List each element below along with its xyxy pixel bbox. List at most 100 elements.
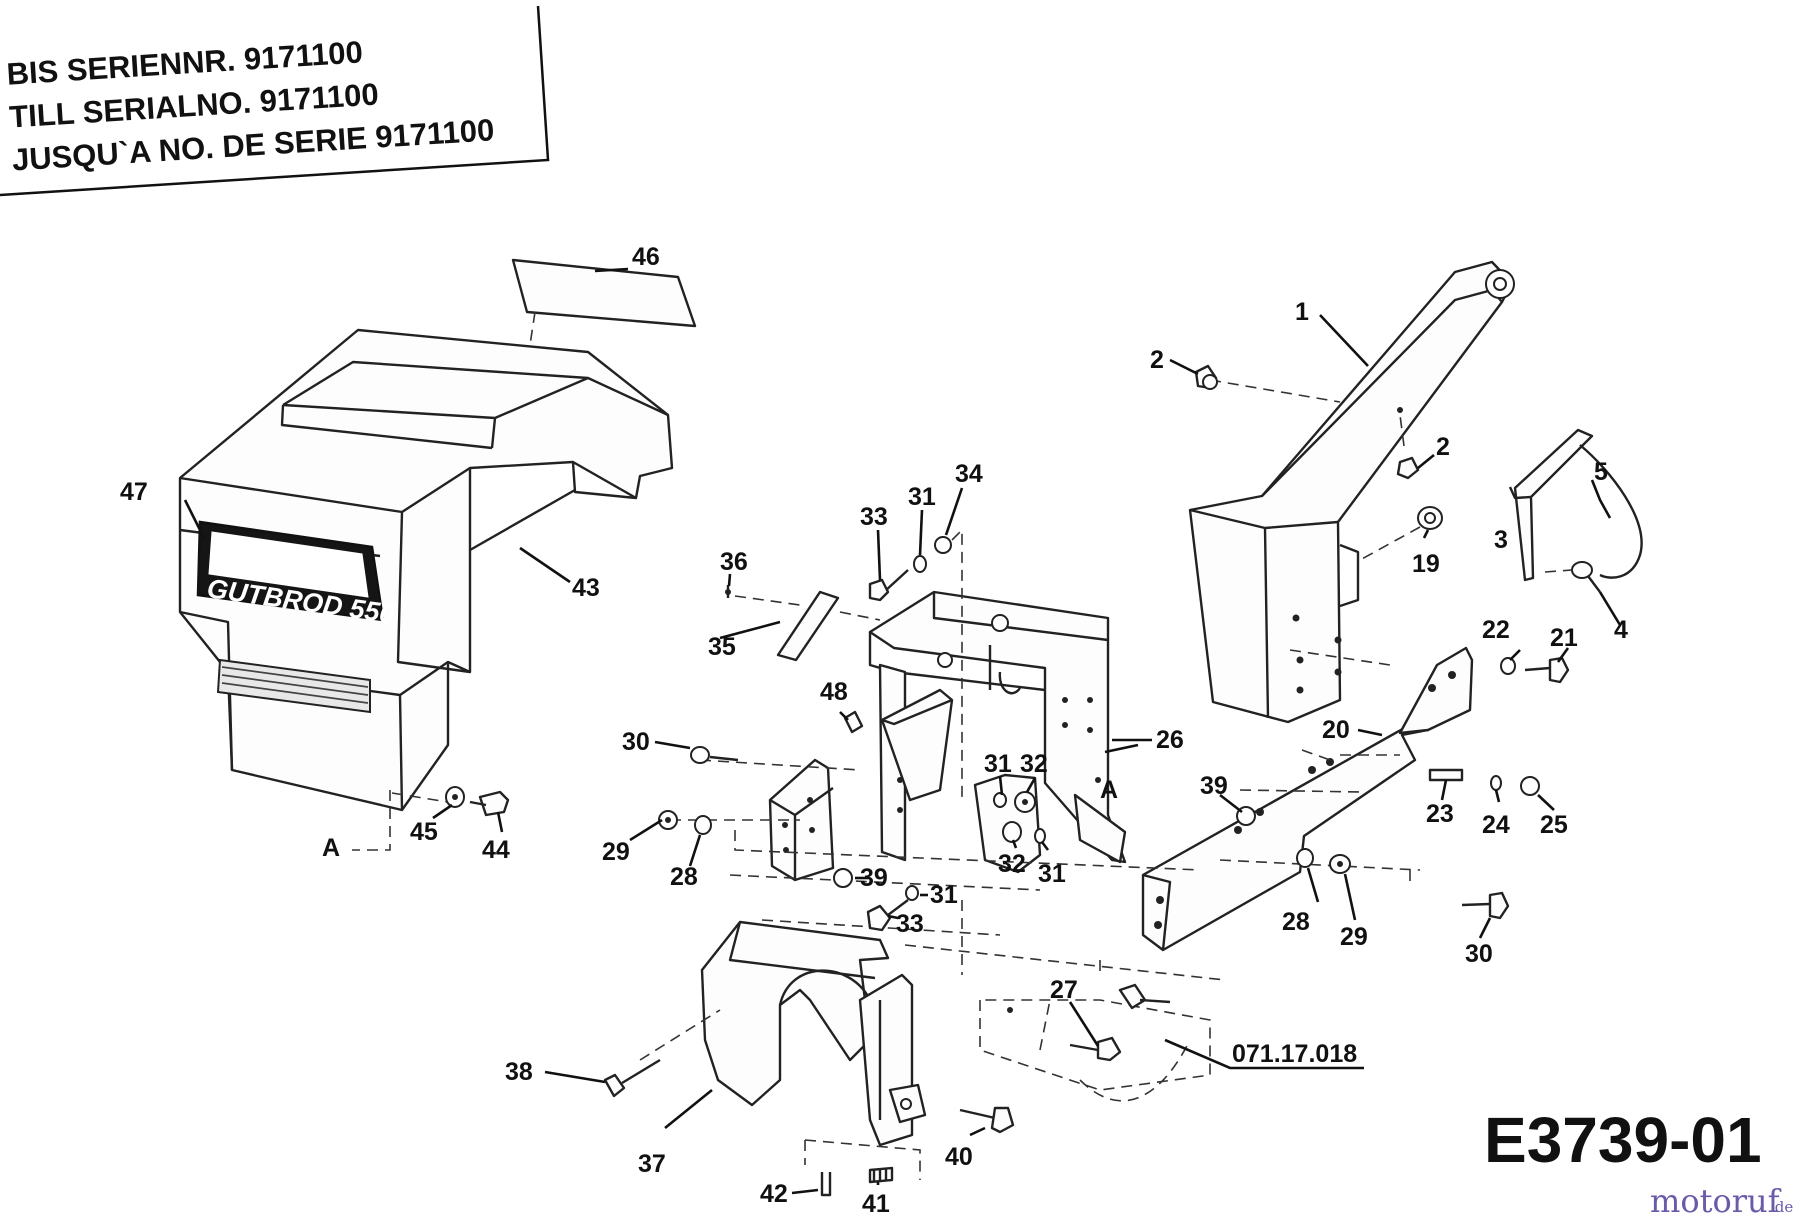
part-39-nut-left [833, 868, 853, 888]
callout-37: 37 [638, 1150, 666, 1178]
part-3-bracket [1508, 428, 1594, 582]
part-40-pin [959, 1106, 1015, 1134]
watermark: motoruf .de [1650, 1182, 1793, 1220]
callout-A-right: A [1100, 776, 1118, 804]
part-34-nut-top [934, 536, 952, 554]
part-32-spacer-upper [1014, 791, 1036, 813]
callout-24: 24 [1482, 811, 1510, 839]
callout-2-lower: 2 [1436, 433, 1450, 461]
part-33-bolt-top [868, 569, 909, 602]
part-29-nut-left [658, 810, 678, 830]
part-23-stud [1428, 768, 1464, 782]
callout-25: 25 [1540, 811, 1568, 839]
callout-23: 23 [1426, 800, 1454, 828]
part-36-pin [725, 585, 731, 598]
callout-38: 38 [505, 1058, 533, 1086]
callout-30-left: 30 [622, 728, 650, 756]
watermark-suffix: .de [1770, 1198, 1793, 1216]
hood-grille [216, 658, 371, 714]
callout-40: 40 [945, 1143, 973, 1171]
part-25-nut [1520, 776, 1540, 796]
callout-31-top: 31 [908, 483, 936, 511]
part-33-bolt-left [866, 899, 909, 932]
part-44-knob [469, 790, 510, 817]
callout-39-left: 39 [860, 864, 888, 892]
callout-47: 47 [120, 478, 148, 506]
callout-41: 41 [862, 1190, 890, 1218]
part-46-decal [511, 258, 697, 328]
part-1-arm-tank [1188, 260, 1515, 724]
callout-28-left: 28 [670, 863, 698, 891]
part-48-fitting [843, 710, 864, 734]
callout-21: 21 [1550, 624, 1578, 652]
callout-45: 45 [410, 818, 438, 846]
callout-43: 43 [572, 574, 600, 602]
callout-4: 4 [1614, 616, 1628, 644]
watermark-text: motoruf [1650, 1182, 1782, 1220]
diagram-code: E3739-01 [1484, 1104, 1762, 1176]
callout-labels: 46 1 2 2 5 3 4 19 22 21 20 26 A 39 23 24… [120, 243, 1628, 1218]
callout-1: 1 [1295, 298, 1309, 326]
callout-30-right: 30 [1465, 940, 1493, 968]
callout-31-lower: 31 [1038, 860, 1066, 888]
part-45-washer [445, 786, 465, 808]
part-26-frame [868, 590, 1127, 864]
callout-36: 36 [720, 548, 748, 576]
part-22-washer [1500, 657, 1516, 675]
leader-lines [183, 267, 1622, 1195]
part-30-bolt-left [690, 746, 739, 764]
callout-29-left: 29 [602, 838, 630, 866]
callout-33-left: 33 [896, 910, 924, 938]
part-24-washer [1490, 775, 1502, 791]
part-28-washer-right [1296, 848, 1314, 868]
part-41-spring [868, 1166, 894, 1184]
part-29-nut-right [1329, 854, 1351, 874]
callout-A-left: A [322, 834, 340, 862]
callout-33-top: 33 [860, 503, 888, 531]
callout-32-upper: 32 [1020, 750, 1048, 778]
part-20-side-bracket [1141, 646, 1474, 952]
part-27-bolt [1069, 1036, 1122, 1062]
callout-46: 46 [632, 243, 660, 271]
part-21-bolt [1524, 656, 1570, 684]
callout-27: 27 [1050, 976, 1078, 1004]
callout-44: 44 [482, 836, 510, 864]
part-31-washer-upper [993, 792, 1007, 808]
part-19-grommet [1417, 506, 1443, 530]
callout-22: 22 [1482, 616, 1510, 644]
callout-19: 19 [1412, 550, 1440, 578]
left-mounting-plate [768, 758, 835, 882]
callout-5: 5 [1594, 458, 1608, 486]
callout-20: 20 [1322, 716, 1350, 744]
callout-32-lower: 32 [998, 850, 1026, 878]
callout-42: 42 [760, 1180, 788, 1208]
callout-29-right: 29 [1340, 923, 1368, 951]
callout-2-upper: 2 [1150, 346, 1164, 374]
callout-48: 48 [820, 678, 848, 706]
part-28-washer-left [694, 815, 712, 835]
callout-31-left: 31 [930, 881, 958, 909]
callout-39-right: 39 [1200, 772, 1228, 800]
callout-subassembly: 071.17.018 [1232, 1040, 1357, 1068]
sub-assembly-071-17-018 [979, 983, 1211, 1102]
part-42-clip [820, 1172, 832, 1197]
part-31-washer-top [913, 555, 927, 573]
callout-28-right: 28 [1282, 908, 1310, 936]
callout-31-upper: 31 [984, 750, 1012, 778]
callout-26: 26 [1156, 726, 1184, 754]
part-2-screw-upper [1194, 364, 1218, 390]
callout-35: 35 [708, 633, 736, 661]
part-35-pad [776, 590, 840, 662]
callout-3: 3 [1494, 526, 1508, 554]
serial-number-header: BIS SERIENNR. 9171100 TILL SERIALNO. 917… [0, 5, 550, 197]
part-32-spacer-lower [1002, 821, 1022, 843]
part-30-bolt-right [1461, 891, 1510, 920]
callout-34: 34 [955, 460, 983, 488]
part-2-screw-lower [1396, 456, 1420, 480]
part-5-cable [1579, 444, 1643, 579]
part-31-washer-mid [1034, 828, 1046, 844]
part-38-bolt [603, 1058, 661, 1098]
part-4-clip [1544, 561, 1601, 593]
part-37-lower-bracket [700, 920, 927, 1147]
